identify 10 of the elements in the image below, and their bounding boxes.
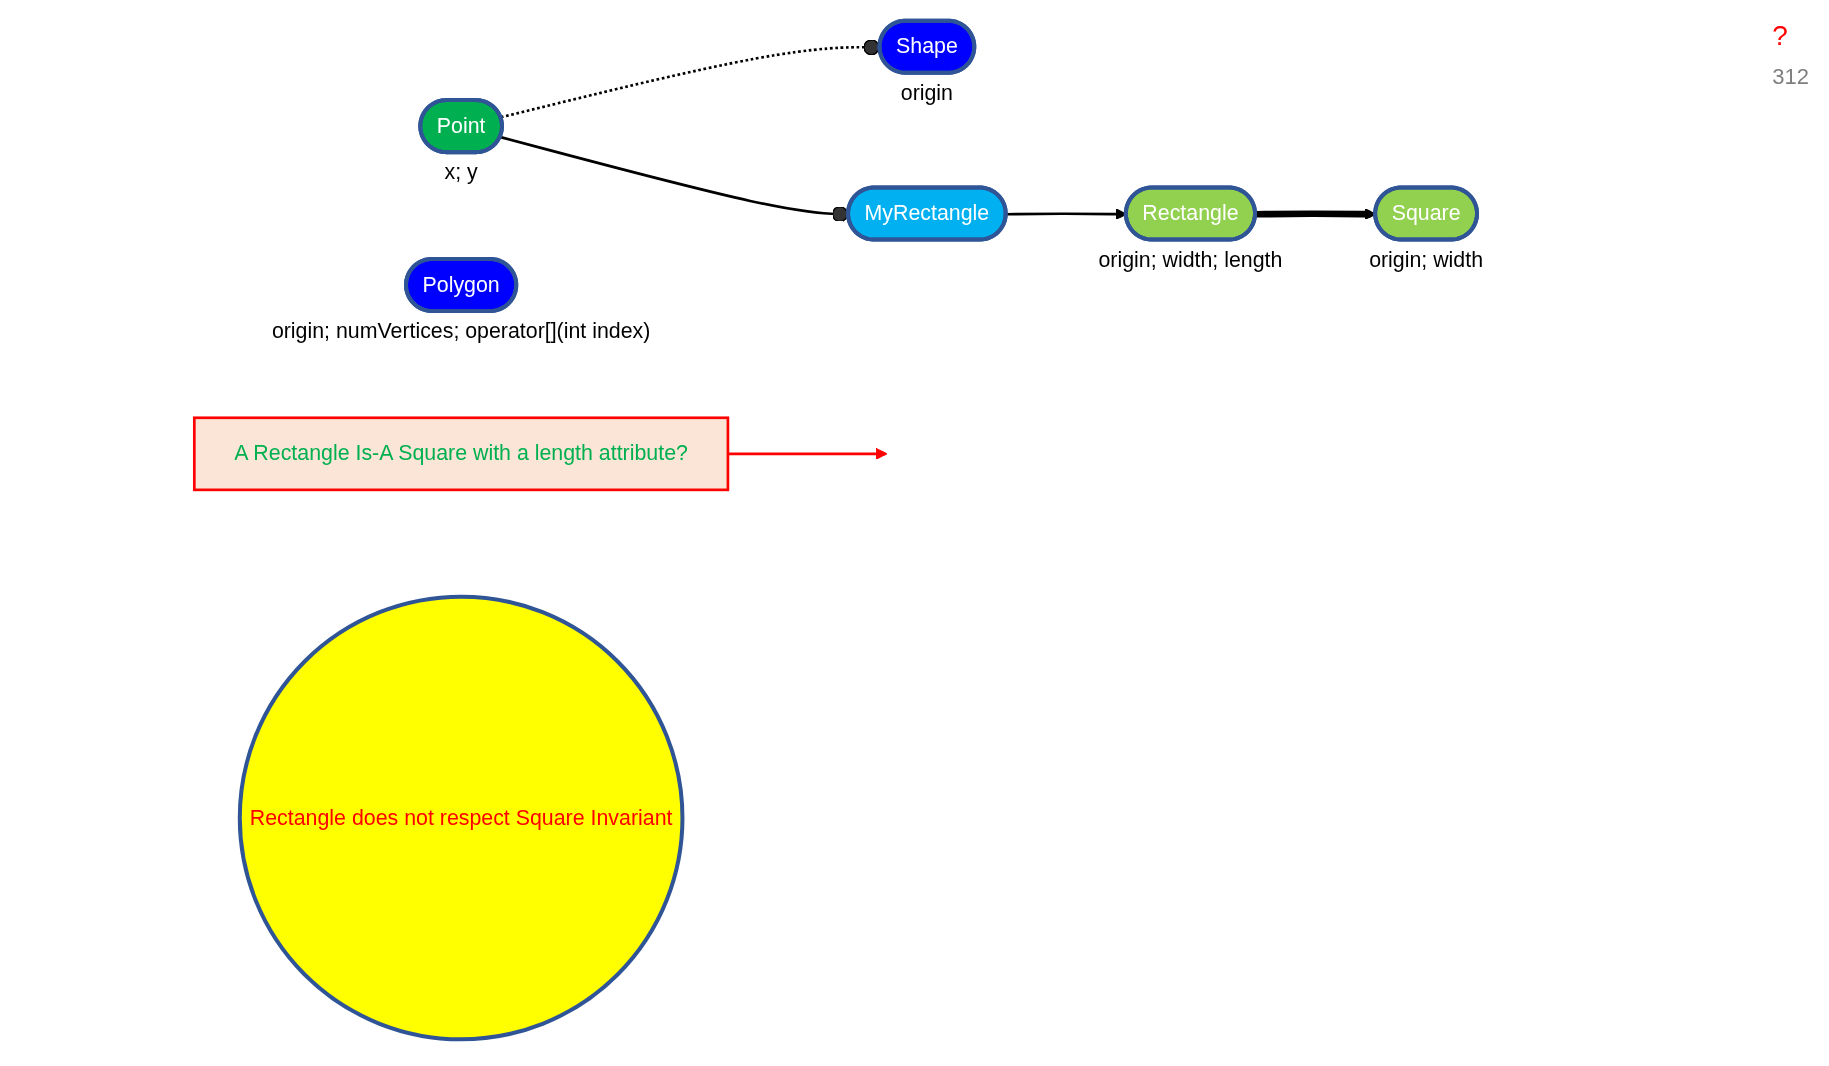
node-box: A Rectangle Is-A Square with a length attribute? xyxy=(193,416,730,492)
attribute-text: origin xyxy=(900,80,953,105)
attribute-text: origin; width; length xyxy=(1098,247,1283,272)
attribute-text: origin; numVertices; operator[](int index) xyxy=(271,319,651,343)
arrow xyxy=(727,447,888,460)
question-mark-label: ? xyxy=(1772,20,1789,52)
page-number: 312 xyxy=(1772,64,1809,90)
attribute-text: origin; width xyxy=(1369,247,1484,272)
attribute-text: x; y xyxy=(444,160,478,185)
node-circle: Rectangle does not respect Square Invariant xyxy=(237,594,685,1042)
